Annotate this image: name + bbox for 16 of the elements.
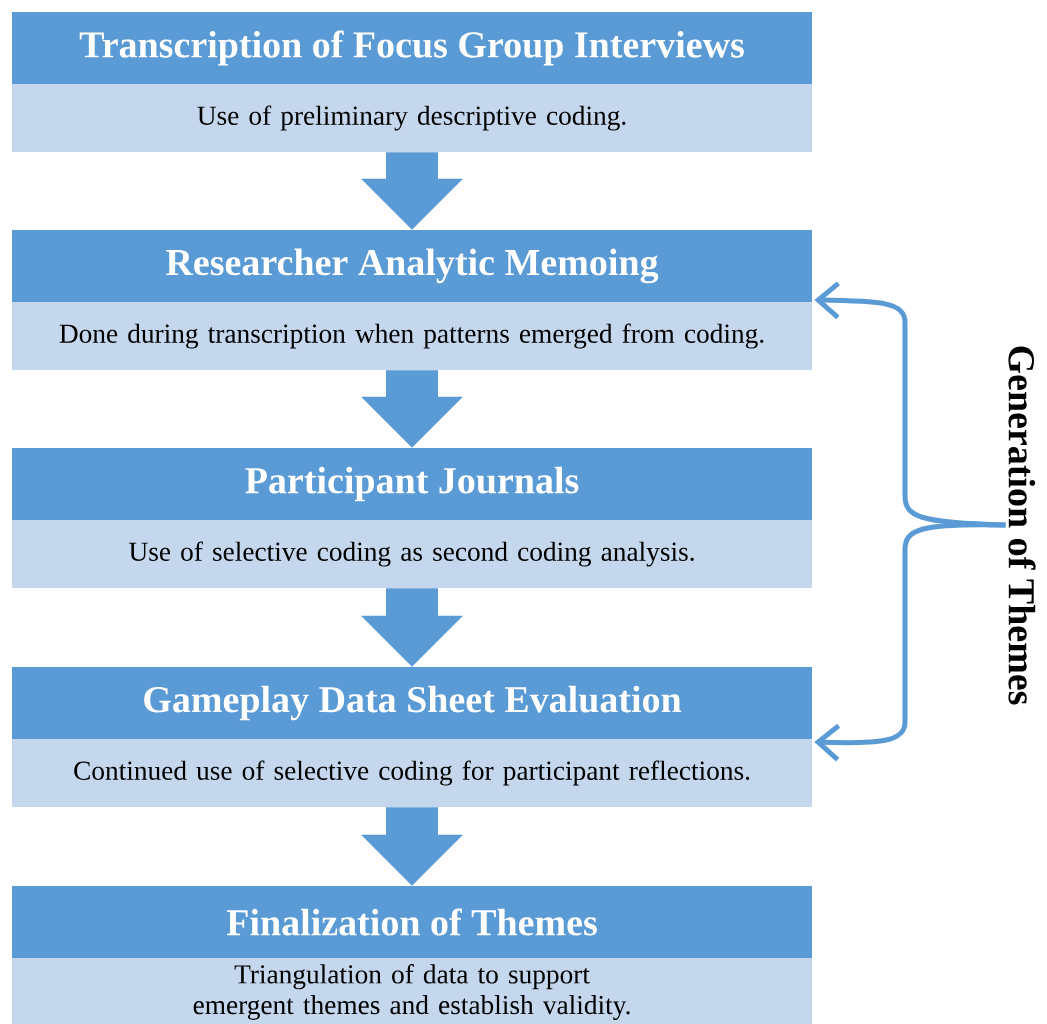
stage-description: Done during transcription when patterns emerged from coding. bbox=[12, 302, 812, 370]
stage-description: Use of selective coding as second coding analysis. bbox=[12, 520, 812, 588]
stage-description: Use of preliminary descriptive coding. bbox=[12, 84, 812, 152]
block-arrow bbox=[361, 588, 463, 667]
stage-header: Finalization of Themes bbox=[12, 886, 812, 958]
stage-description: Continued use of selective coding for participant reflections. bbox=[12, 739, 812, 807]
stage-header: Transcription of Focus Group Interviews bbox=[12, 12, 812, 84]
block-arrow bbox=[361, 807, 463, 886]
brace-arrow bbox=[814, 522, 1006, 762]
block-arrow bbox=[361, 370, 463, 448]
stage-description: Triangulation of data to support emergent themes and establish validity. bbox=[12, 958, 812, 1024]
stage-header: Gameplay Data Sheet Evaluation bbox=[12, 667, 812, 739]
side-label: Generation of Themes bbox=[1008, 346, 1036, 705]
block-arrow bbox=[361, 152, 463, 230]
stage-header: Participant Journals bbox=[12, 448, 812, 520]
stage-header: Researcher Analytic Memoing bbox=[12, 230, 812, 302]
